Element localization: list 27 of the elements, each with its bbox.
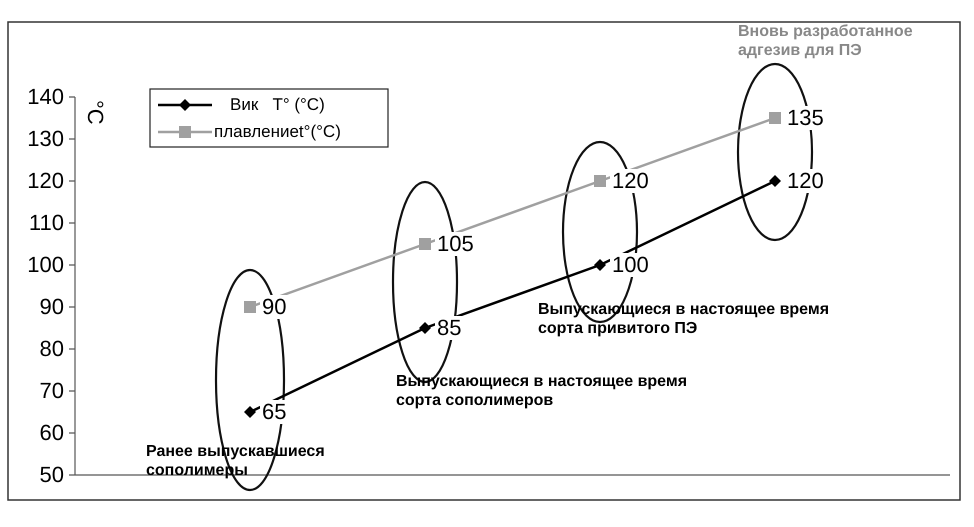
tick-label: 90 <box>38 294 64 320</box>
data-label: 85 <box>435 316 464 340</box>
data-label: 65 <box>260 400 288 424</box>
annotation-text: Выпускающиеся в настоящее время сорта сополимеров <box>396 372 688 410</box>
data-label: 90 <box>260 295 288 319</box>
tick-label: 80 <box>38 336 64 362</box>
point <box>594 259 606 271</box>
point <box>419 322 431 334</box>
point <box>244 301 256 313</box>
data-label: 100 <box>610 253 651 277</box>
tick-label: 100 <box>26 252 64 278</box>
data-label: 120 <box>610 169 651 193</box>
point <box>594 175 606 187</box>
point <box>769 175 781 187</box>
tick-label: 110 <box>28 210 64 236</box>
tick-label: 140 <box>26 84 64 110</box>
axis-title: °C <box>82 100 108 125</box>
tick-label: 130 <box>26 126 64 152</box>
point <box>419 238 431 250</box>
point <box>244 406 256 418</box>
point <box>769 112 781 124</box>
tick-label: 50 <box>38 462 64 488</box>
data-label: 105 <box>435 232 476 256</box>
tick-label: 120 <box>26 168 64 194</box>
annotation-text: Вновь разработанное адгезив для ПЭ <box>738 22 914 60</box>
tick-label: 70 <box>38 378 64 404</box>
tick-label: 60 <box>38 420 64 446</box>
